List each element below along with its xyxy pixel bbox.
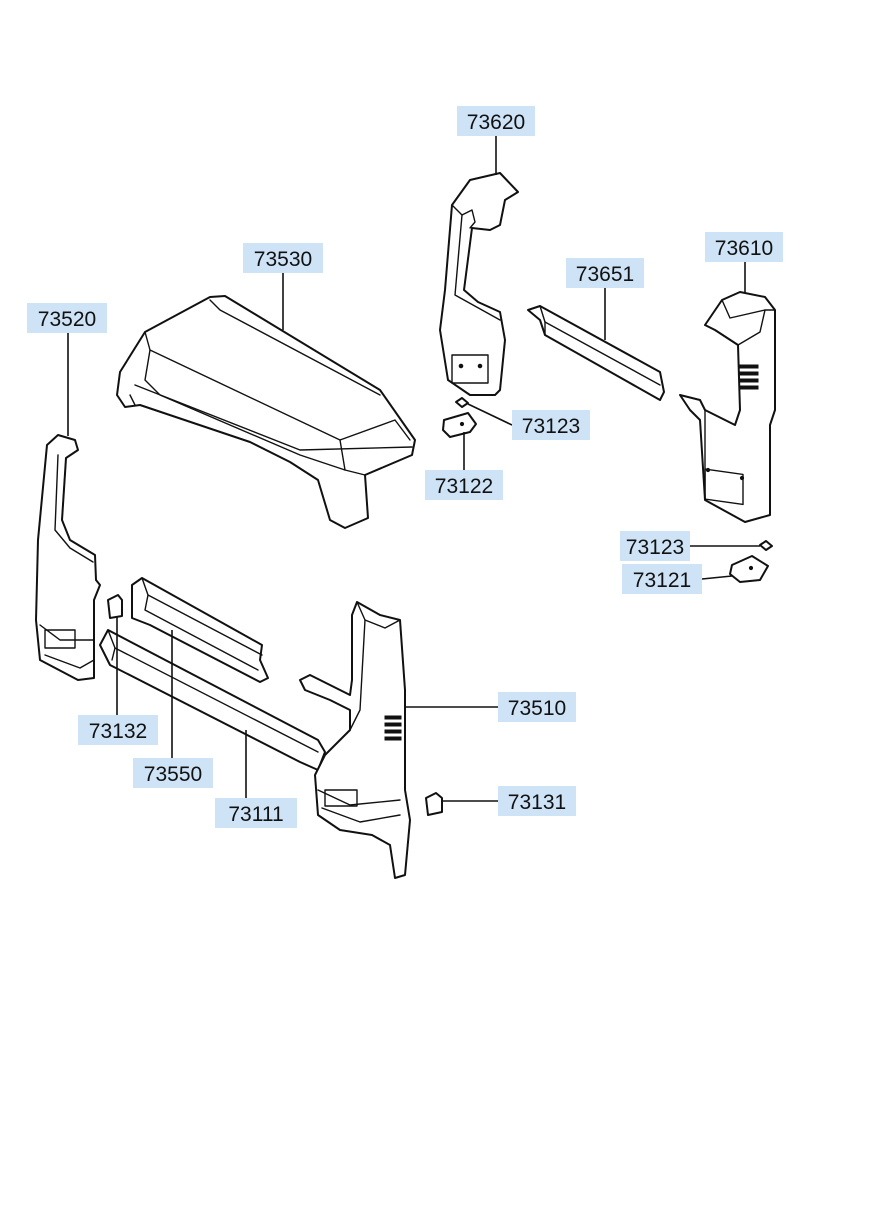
callout-text-73651: 73651 — [576, 263, 634, 286]
callout-73122: 73122 — [425, 470, 503, 500]
callout-text-73121: 73121 — [633, 569, 691, 592]
callout-73123-upper: 73123 — [512, 410, 590, 440]
part-73132-clip — [107, 594, 123, 619]
part-73121-pad — [729, 555, 769, 583]
callout-text-73122: 73122 — [435, 475, 493, 498]
callout-text-73123-lower: 73123 — [626, 536, 684, 559]
callout-text-73131: 73131 — [508, 791, 566, 814]
vent-slots-73510 — [384, 715, 402, 741]
part-73123-clip-upper — [455, 397, 469, 408]
callout-73550: 73550 — [133, 758, 213, 788]
callout-73651: 73651 — [566, 258, 644, 288]
callout-73111: 73111 — [215, 798, 297, 828]
part-73620-side-panel — [439, 172, 519, 396]
callout-text-73620: 73620 — [467, 111, 525, 134]
vent-slots-73610 — [739, 364, 759, 390]
callout-text-73132: 73132 — [89, 720, 147, 743]
callout-73620: 73620 — [457, 106, 535, 136]
callout-73610: 73610 — [705, 232, 783, 262]
callout-73132: 73132 — [78, 715, 158, 745]
part-73510-right-panel — [299, 601, 411, 879]
part-73520-left-panel — [35, 434, 101, 681]
callout-text-73510: 73510 — [508, 697, 566, 720]
callout-73510: 73510 — [498, 692, 576, 722]
callout-73520: 73520 — [27, 303, 107, 333]
leader-lines — [67, 136, 760, 802]
callout-text-73520: 73520 — [38, 308, 96, 331]
callout-text-73111: 73111 — [228, 803, 283, 826]
callout-73131: 73131 — [498, 786, 576, 816]
part-73131-clip — [425, 792, 443, 816]
part-73530-top-cover — [116, 295, 416, 529]
part-73123-clip-lower — [759, 540, 773, 551]
part-73550-rail — [131, 577, 269, 683]
part-73651-rail — [527, 305, 665, 401]
part-73122-pad — [442, 412, 477, 438]
callout-73530: 73530 — [243, 243, 323, 273]
part-73610-rear-panel — [679, 291, 776, 523]
callout-73121: 73121 — [622, 564, 702, 594]
callout-text-73610: 73610 — [715, 237, 773, 260]
callout-text-73550: 73550 — [144, 763, 202, 786]
callout-text-73123-upper: 73123 — [522, 415, 580, 438]
callout-73123-lower: 73123 — [620, 531, 690, 561]
callout-text-73530: 73530 — [254, 248, 312, 271]
